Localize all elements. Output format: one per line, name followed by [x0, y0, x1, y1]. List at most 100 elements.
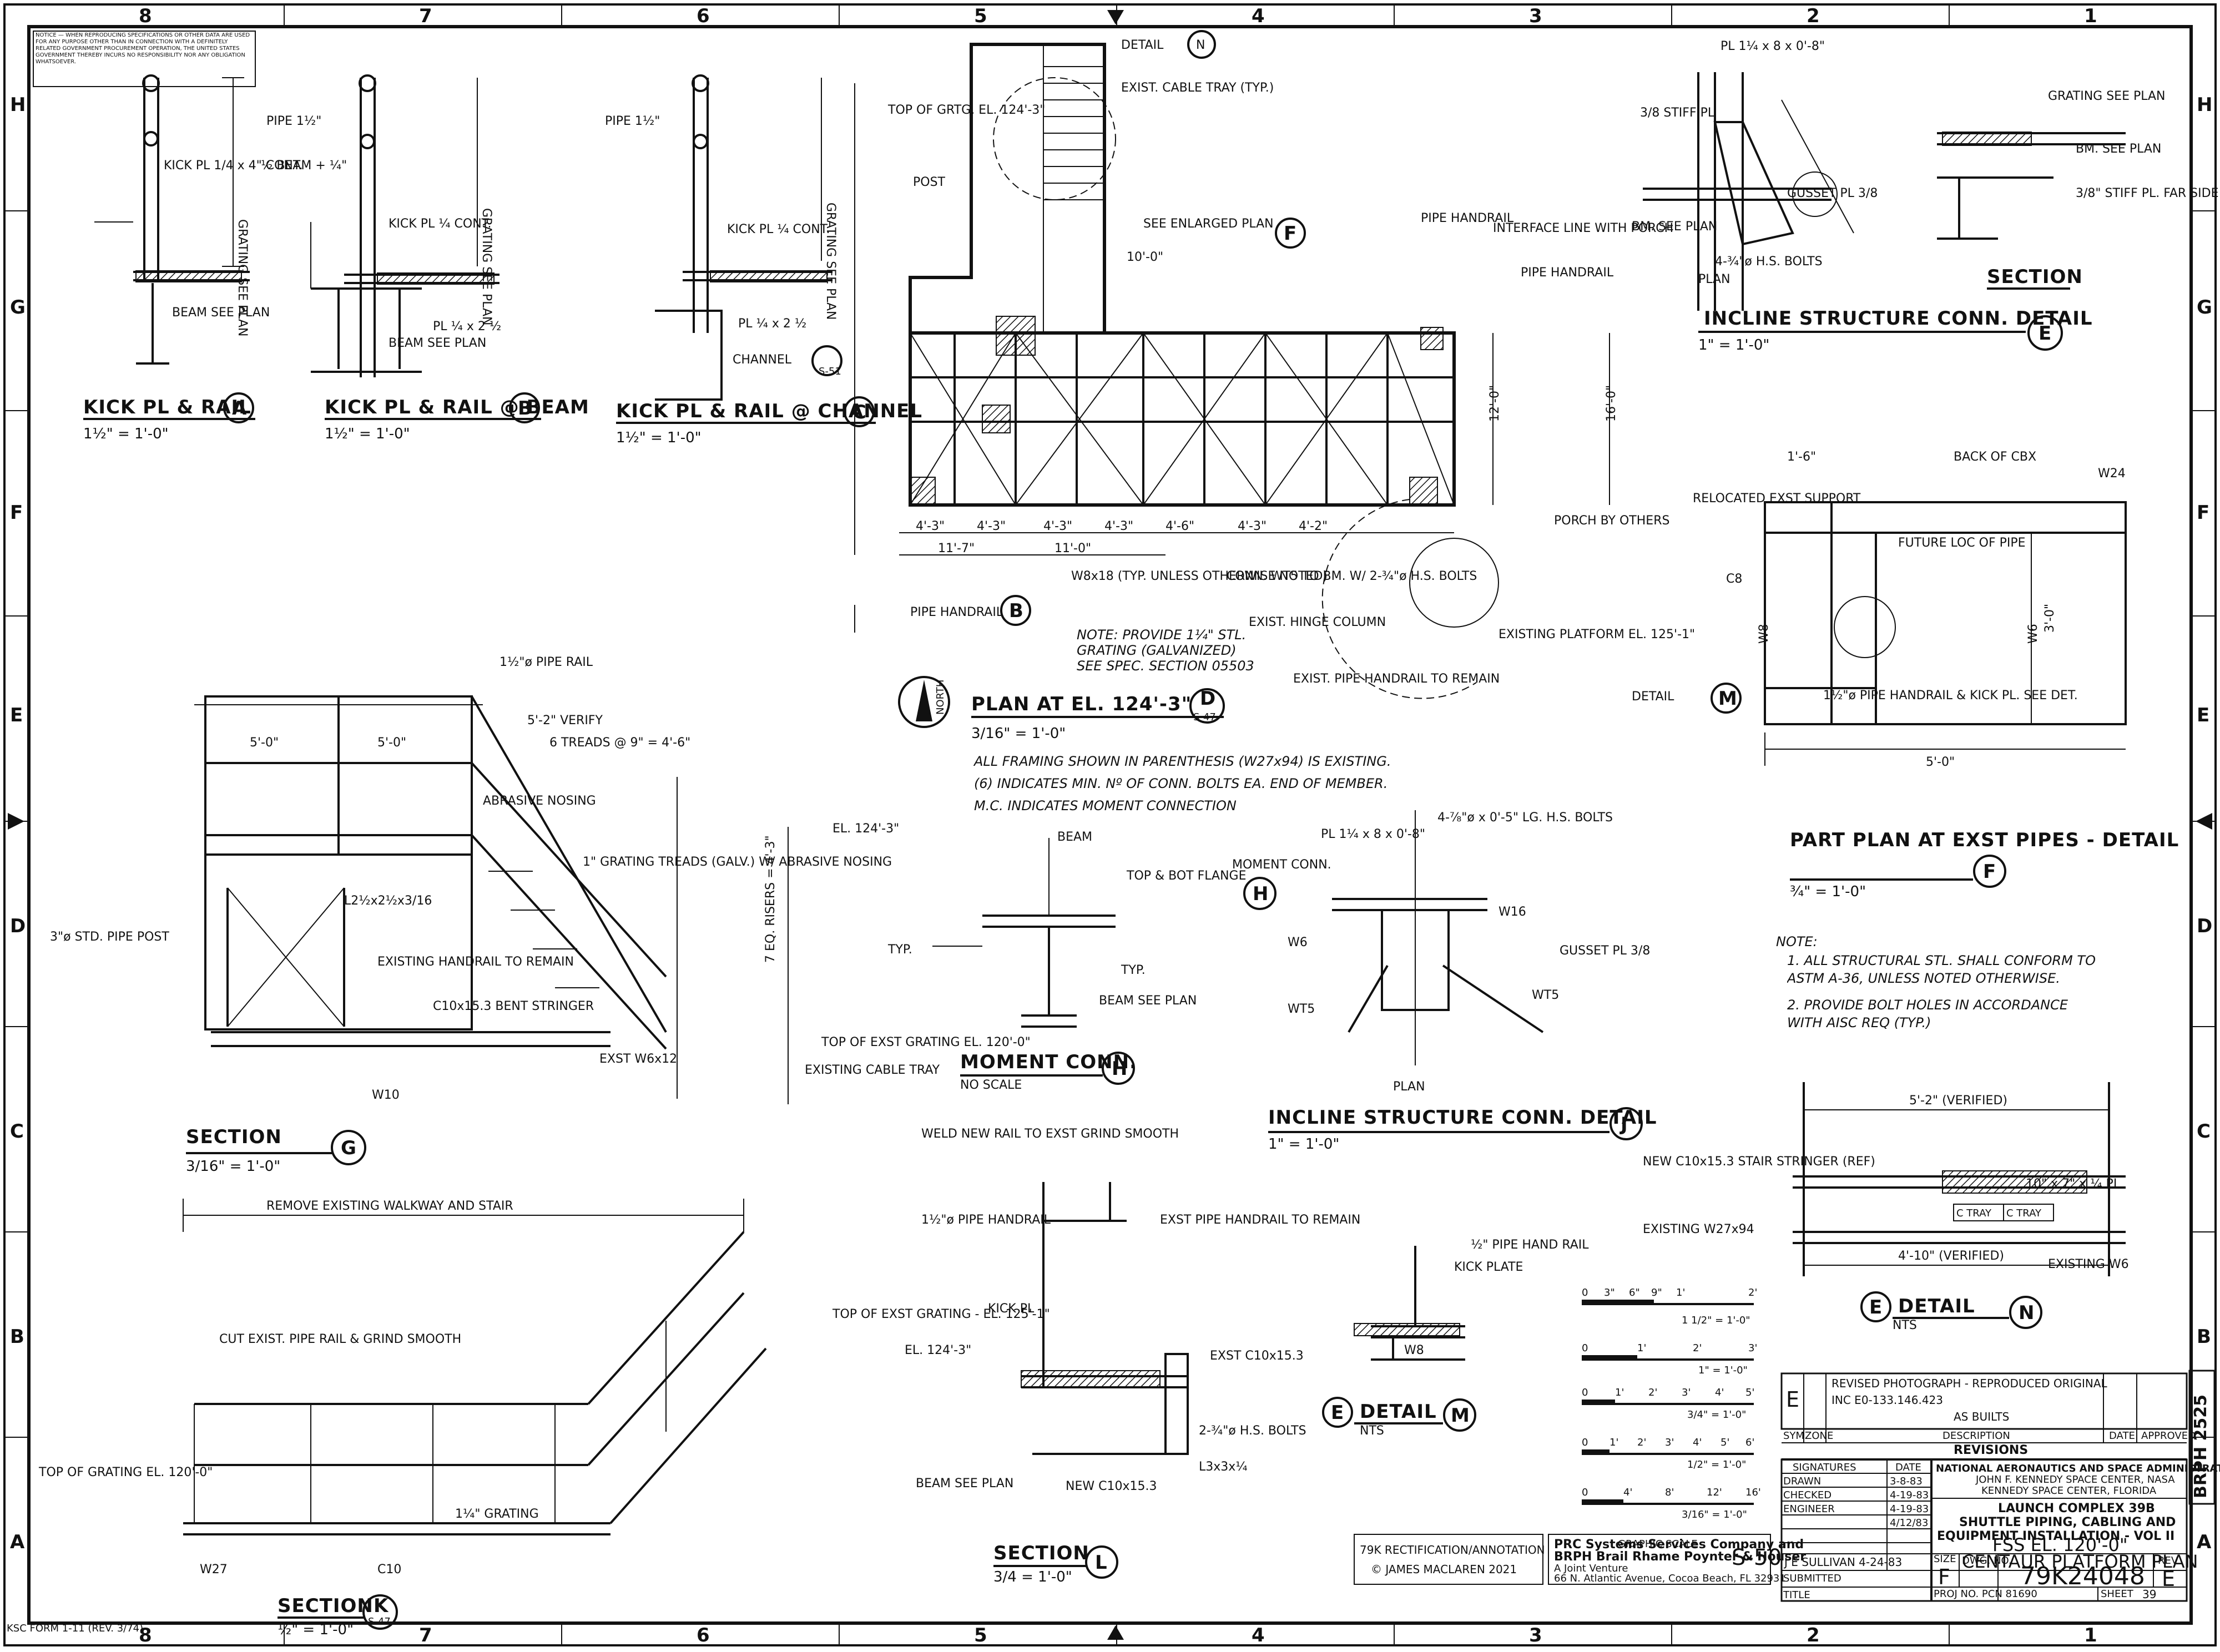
section-k: REMOVE EXISTING WALKWAY AND STAIR CUT EX…: [38, 1199, 767, 1638]
svg-text:BM. SEE PLAN: BM. SEE PLAN: [1632, 220, 1717, 234]
svg-text:EXISTING PLATFORM EL. 125'-1": EXISTING PLATFORM EL. 125'-1": [1499, 628, 1695, 641]
svg-text:SEE ENLARGED PLAN: SEE ENLARGED PLAN: [1143, 217, 1274, 231]
svg-text:1½"ø PIPE RAIL: 1½"ø PIPE RAIL: [500, 655, 593, 669]
svg-text:ZONE: ZONE: [1805, 1430, 1833, 1442]
svg-text:K: K: [374, 1595, 389, 1617]
svg-text:INTERFACE LINE WITH PORCH: INTERFACE LINE WITH PORCH: [1493, 221, 1673, 235]
svg-text:SUBMITTED: SUBMITTED: [1783, 1573, 1841, 1584]
detail-c: PIPE 1½" KICK PL ¼ CONT. GRATING SEE PLA…: [605, 74, 922, 446]
svg-text:RELOCATED EXST SUPPORT: RELOCATED EXST SUPPORT: [1693, 492, 1861, 506]
svg-text:0: 0: [1582, 1487, 1588, 1498]
svg-text:5': 5': [1745, 1387, 1754, 1398]
svg-text:W10: W10: [372, 1088, 400, 1102]
svg-text:5'-0": 5'-0": [250, 736, 279, 750]
zone-labels-top: 8 7 6 5 4 3 2 1: [139, 5, 2097, 27]
svg-text:© JAMES MACLAREN 2021: © JAMES MACLAREN 2021: [1371, 1563, 1517, 1576]
svg-text:4'-3": 4'-3": [916, 519, 945, 533]
svg-text:1': 1': [1615, 1387, 1624, 1398]
svg-text:PLAN: PLAN: [1393, 1080, 1425, 1094]
svg-text:3/16" = 1'-0": 3/16" = 1'-0": [1682, 1509, 1747, 1520]
svg-text:KICK PLATE: KICK PLATE: [1454, 1260, 1523, 1274]
svg-text:APPROVED: APPROVED: [2141, 1430, 2196, 1442]
svg-text:½" = 1'-0": ½" = 1'-0": [278, 1621, 354, 1638]
svg-text:6: 6: [697, 1624, 710, 1646]
section-l-title: SECTION: [993, 1542, 1089, 1564]
svg-text:E: E: [1869, 1296, 1883, 1318]
svg-text:C10: C10: [377, 1563, 401, 1577]
svg-text:1: 1: [2084, 1624, 2097, 1646]
svg-text:G: G: [341, 1137, 357, 1159]
svg-text:4: 4: [1252, 5, 1265, 27]
svg-text:½" PIPE HAND RAIL: ½" PIPE HAND RAIL: [1471, 1238, 1589, 1252]
svg-text:BM. SEE PLAN: BM. SEE PLAN: [2076, 142, 2161, 156]
svg-text:4-⅞"ø x 0'-5" LG. H.S. BOLTS: 4-⅞"ø x 0'-5" LG. H.S. BOLTS: [1437, 811, 1613, 825]
svg-text:1" GRATING TREADS (GALV.) W/ A: 1" GRATING TREADS (GALV.) W/ ABRASIVE NO…: [583, 855, 892, 869]
svg-text:10" x 7" x ¼ PL: 10" x 7" x ¼ PL: [2026, 1177, 2121, 1191]
svg-text:3': 3': [1665, 1437, 1674, 1448]
svg-text:GRAPHIC SCALE: GRAPHIC SCALE: [1618, 1538, 1698, 1550]
svg-text:EQUIPMENT INSTALLATION - VOL I: EQUIPMENT INSTALLATION - VOL II: [1937, 1529, 2174, 1543]
svg-text:4'-10" (VERIFIED): 4'-10" (VERIFIED): [1898, 1249, 2004, 1263]
svg-text:0: 0: [1582, 1387, 1588, 1398]
notice-text: NOTICE — WHEN REPRODUCING SPECIFICATIONS…: [36, 32, 250, 65]
svg-text:EXISTING HANDRAIL TO REMAIN: EXISTING HANDRAIL TO REMAIN: [377, 955, 574, 969]
section-l: WELD NEW RAIL TO EXST GRIND SMOOTH 1½"ø …: [832, 1127, 1360, 1585]
svg-text:TOP OF EXST GRATING - EL. 125': TOP OF EXST GRATING - EL. 125'-1": [832, 1307, 1050, 1321]
svg-text:TYP.: TYP.: [1121, 963, 1146, 977]
svg-text:2-¾"ø H.S. BOLTS: 2-¾"ø H.S. BOLTS: [1199, 1424, 1306, 1438]
detail-h: BEAM TOP & BOT FLANGE TYP. TYP. BEAM SEE…: [887, 830, 1247, 1092]
svg-text:KICK PL: KICK PL: [988, 1302, 1035, 1316]
svg-text:1½" = 1'-0": 1½" = 1'-0": [616, 430, 702, 446]
svg-text:EXIST. PIPE HANDRAIL TO REMAIN: EXIST. PIPE HANDRAIL TO REMAIN: [1293, 672, 1500, 686]
svg-text:PORCH BY OTHERS: PORCH BY OTHERS: [1554, 514, 1669, 528]
svg-text:H: H: [2197, 94, 2212, 116]
svg-text:3/4" = 1'-0": 3/4" = 1'-0": [1687, 1409, 1746, 1421]
svg-text:DESCRIPTION: DESCRIPTION: [1943, 1430, 2010, 1442]
svg-text:S-47: S-47: [368, 1616, 391, 1628]
svg-text:KICK PL ¼ CONT.: KICK PL ¼ CONT.: [727, 223, 830, 236]
svg-text:M.C. INDICATES MOMENT CONNECTI: M.C. INDICATES MOMENT CONNECTION: [974, 798, 1237, 814]
svg-text:0: 0: [1582, 1287, 1588, 1299]
zone-labels-bottom: 8 7 6 5 4 3 2 1: [139, 1624, 2097, 1646]
svg-text:5'-2" VERIFY: 5'-2" VERIFY: [527, 714, 603, 728]
svg-text:PIPE 1½": PIPE 1½": [605, 114, 660, 128]
svg-text:SECTION: SECTION: [1987, 266, 2083, 288]
svg-text:H: H: [1253, 883, 1269, 905]
svg-text:5: 5: [974, 5, 987, 27]
detail-m: ½" PIPE HAND RAIL KICK PLATE W8 E DETAIL…: [1322, 1238, 1589, 1438]
svg-text:SHUTTLE PIPING, CABLING AND: SHUTTLE PIPING, CABLING AND: [1959, 1515, 2176, 1529]
svg-text:BEAM SEE PLAN: BEAM SEE PLAN: [1099, 994, 1197, 1008]
svg-text:CHECKED: CHECKED: [1783, 1489, 1832, 1501]
svg-text:A: A: [232, 397, 247, 420]
title-block: E REVISED PHOTOGRAPH - REPRODUCED ORIGIN…: [1780, 1372, 2220, 1602]
svg-text:4': 4': [1623, 1487, 1632, 1498]
svg-text:1¼" GRATING: 1¼" GRATING: [455, 1507, 539, 1521]
svg-text:KICK PL 1/4 x 4" CONT.: KICK PL 1/4 x 4" CONT.: [164, 159, 303, 173]
svg-text:7: 7: [419, 5, 432, 27]
svg-text:PROJ NO. PCN 81690: PROJ NO. PCN 81690: [1934, 1588, 2037, 1600]
svg-text:TOP OF GRTG. EL. 124'-3": TOP OF GRTG. EL. 124'-3": [887, 103, 1045, 117]
svg-text:1½"ø PIPE HANDRAIL: 1½"ø PIPE HANDRAIL: [921, 1213, 1051, 1227]
svg-text:3"ø STD. PIPE POST: 3"ø STD. PIPE POST: [50, 930, 169, 944]
svg-text:G: G: [2197, 296, 2212, 319]
svg-text:3: 3: [1529, 1624, 1542, 1646]
svg-text:N: N: [2019, 1302, 2035, 1324]
svg-text:REVISIONS: REVISIONS: [1954, 1443, 2028, 1457]
svg-text:DETAIL: DETAIL: [1632, 690, 1674, 704]
svg-text:3-8-83: 3-8-83: [1890, 1476, 1923, 1487]
svg-text:5'-0": 5'-0": [377, 736, 406, 750]
svg-text:POST: POST: [913, 175, 946, 189]
svg-text:66 N. Atlantic Avenue, Cocoa B: 66 N. Atlantic Avenue, Cocoa Beach, FL 3…: [1554, 1573, 1786, 1584]
svg-text:PIPE HANDRAIL: PIPE HANDRAIL: [1521, 266, 1614, 280]
note-item-2: 2. PROVIDE BOLT HOLES IN ACCORDANCE WITH…: [1787, 997, 2068, 1030]
svg-text:½ BEAM + ¼": ½ BEAM + ¼": [261, 159, 347, 173]
svg-text:NOTE:: NOTE:: [1776, 934, 1818, 949]
svg-text:PLAN: PLAN: [1698, 272, 1730, 286]
svg-text:AS BUILTS: AS BUILTS: [1954, 1410, 2009, 1423]
svg-text:BEAM: BEAM: [1057, 830, 1092, 844]
svg-text:79K RECTIFICATION/ANNOTATION: 79K RECTIFICATION/ANNOTATION: [1360, 1543, 1545, 1557]
svg-text:JOHN F. KENNEDY SPACE CENTER,: JOHN F. KENNEDY SPACE CENTER, NASA: [1975, 1474, 2175, 1486]
svg-text:TOP OF GRATING EL. 120'-0": TOP OF GRATING EL. 120'-0": [38, 1466, 213, 1479]
svg-text:DETAIL: DETAIL: [1121, 38, 1164, 52]
svg-text:L2½x2½x3/16: L2½x2½x3/16: [344, 894, 432, 908]
